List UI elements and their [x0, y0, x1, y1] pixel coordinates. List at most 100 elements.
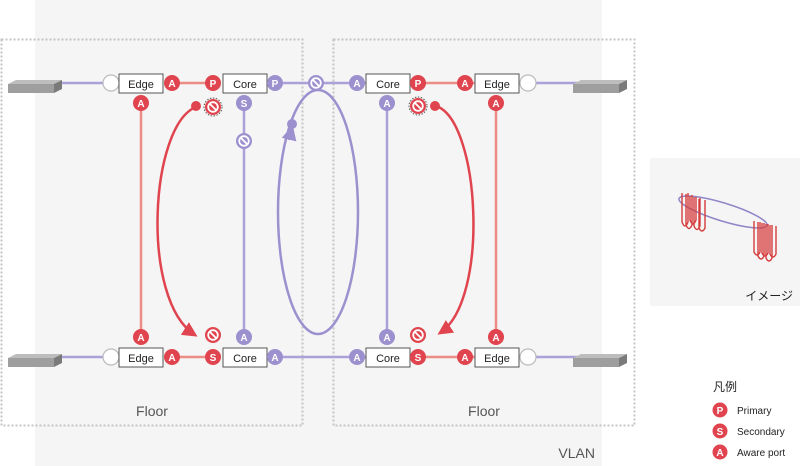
legend-badge: A	[716, 448, 723, 459]
host-device-bottom-left	[8, 354, 62, 367]
port-badge-circle	[267, 75, 283, 91]
legend-label: Aware port	[737, 448, 785, 459]
port-badge-circle	[164, 75, 180, 91]
blocked-port-icon-bottom-right	[410, 327, 426, 343]
port-badge-circle	[133, 329, 149, 345]
port-p-top-left-core-right[interactable]: P	[267, 75, 283, 91]
port-badge-circle	[379, 329, 395, 345]
port-badge-letter: S	[415, 353, 422, 364]
switch-bottom-left-core[interactable]: Core	[222, 347, 268, 368]
legend-label: Secondary	[737, 427, 785, 438]
blocked-port-icon-top-left	[203, 97, 223, 117]
failover-start-dot-right	[430, 101, 440, 111]
port-badge-circle	[349, 349, 365, 365]
floor-box-left	[0, 38, 304, 427]
empty-port-bottom-left	[102, 348, 120, 366]
port-badge-circle	[379, 95, 395, 111]
port-badge-circle	[488, 329, 504, 345]
port-a-bottom-right-core-up[interactable]: A	[379, 329, 395, 345]
image-panel-label: イメージ	[745, 289, 793, 303]
port-a-top-right-edge-down[interactable]: A	[488, 95, 504, 111]
port-p-top-left-core[interactable]: P	[205, 75, 221, 91]
blocked-port-icon-top-right	[408, 96, 428, 116]
failover-start-dot-left	[191, 101, 201, 111]
switch-top-right-core[interactable]: Core	[365, 73, 411, 94]
port-a-bottom-left-core-right[interactable]: A	[267, 349, 283, 365]
port-badge-letter: A	[240, 333, 247, 344]
port-badge-letter: A	[353, 79, 360, 90]
switch-label: Edge	[484, 79, 510, 91]
legend-item-secondary: S Secondary	[712, 423, 785, 439]
switch-label: Core	[233, 79, 257, 91]
port-a-bottom-right-edge-left[interactable]: A	[457, 349, 473, 365]
port-badge-letter: A	[492, 99, 499, 110]
port-a-bottom-right-core-left[interactable]: A	[349, 349, 365, 365]
port-a-top-right-edge-left[interactable]: A	[457, 75, 473, 91]
port-badge-letter: A	[461, 79, 468, 90]
empty-port-bottom-right	[519, 348, 537, 366]
port-badge-circle	[236, 95, 252, 111]
legend-title: 凡例	[713, 380, 737, 394]
loop-start-dot	[287, 119, 297, 129]
switch-label: Core	[376, 353, 400, 365]
vlan-area	[35, 0, 602, 466]
port-s-top-left-core[interactable]: S	[236, 95, 252, 111]
port-s-bottom-left-core[interactable]: S	[205, 349, 221, 365]
switch-top-right-edge[interactable]: Edge	[474, 73, 520, 94]
port-a-top-left-edge-right[interactable]: A	[164, 75, 180, 91]
image-loops-right	[753, 221, 777, 262]
port-badge-letter: A	[168, 79, 175, 90]
port-a-bottom-right-edge-up[interactable]: A	[488, 329, 504, 345]
failover-arrow-right	[435, 104, 475, 335]
port-badge-circle	[488, 95, 504, 111]
host-device-bottom-right	[573, 354, 627, 367]
floor-label-right: Floor	[468, 403, 500, 419]
legend: 凡例 P Primary S Secondary A Aware port	[712, 380, 785, 460]
port-badge-letter: P	[415, 79, 422, 90]
empty-port-top-right	[519, 74, 537, 92]
port-s-bottom-right-core[interactable]: S	[410, 349, 426, 365]
switch-top-left-core[interactable]: Core	[222, 73, 268, 94]
image-loops-left	[681, 193, 706, 232]
switch-label: Core	[376, 79, 400, 91]
blocked-port-icon-core-vertical-left	[236, 133, 252, 149]
port-a-bottom-left-core-up[interactable]: A	[236, 329, 252, 345]
failover-arrow-left	[156, 105, 198, 337]
port-badge-letter: A	[137, 333, 144, 344]
port-badge-letter: P	[210, 79, 217, 90]
port-badge-letter: S	[210, 353, 217, 364]
port-badge-circle	[236, 329, 252, 345]
port-a-top-left-edge-down[interactable]: A	[133, 95, 149, 111]
port-badge-circle	[133, 95, 149, 111]
legend-item-aware-port: A Aware port	[712, 444, 785, 460]
port-badge-letter: P	[272, 79, 279, 90]
blocked-port-icons	[203, 75, 428, 343]
port-badge-letter: A	[353, 353, 360, 364]
vlan-label: VLAN	[558, 445, 595, 461]
blocked-port-icon-core-core-top	[308, 75, 324, 91]
switch-bottom-left-edge[interactable]: Edge	[118, 347, 164, 368]
switch-top-left-edge[interactable]: Edge	[118, 73, 164, 94]
port-a-bottom-left-edge-right[interactable]: A	[164, 349, 180, 365]
switch-bottom-right-core[interactable]: Core	[365, 347, 411, 368]
legend-badge: S	[717, 427, 724, 438]
port-badge-circle	[410, 349, 426, 365]
port-badge-letter: A	[271, 353, 278, 364]
host-device-top-right	[573, 80, 627, 93]
floor-label-left: Floor	[136, 403, 168, 419]
switch-label: Core	[233, 353, 257, 365]
port-badge-circle	[457, 349, 473, 365]
port-badge-letter: A	[383, 333, 390, 344]
switch-bottom-right-edge[interactable]: Edge	[474, 347, 520, 368]
switch-label: Edge	[484, 353, 510, 365]
port-a-bottom-left-edge-up[interactable]: A	[133, 329, 149, 345]
image-panel: イメージ	[650, 158, 800, 306]
port-badge-circle	[457, 75, 473, 91]
port-a-top-right-core-down[interactable]: A	[379, 95, 395, 111]
switch-label: Edge	[128, 79, 154, 91]
port-p-top-right-core[interactable]: P	[410, 75, 426, 91]
empty-port-top-left	[102, 74, 120, 92]
legend-badge: P	[717, 406, 724, 417]
port-a-top-right-core-left[interactable]: A	[349, 75, 365, 91]
